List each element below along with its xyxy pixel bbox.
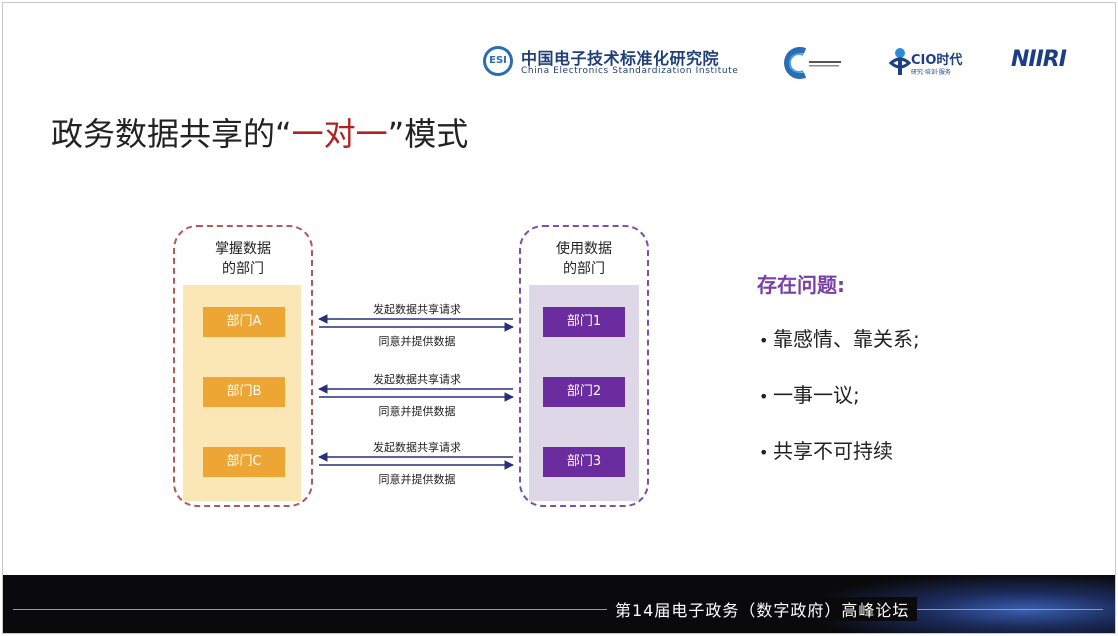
title-prefix: 政务数据共享的“ [51,115,292,153]
right-group-title-line1: 使用数据 [556,241,612,257]
request-label-1: 发起数据共享请求 [373,303,461,316]
problems-title: 存在问题: [757,273,845,297]
niiri-text: NIIRI [1011,47,1067,72]
problem-item-2-text: 一事一议; [773,383,860,407]
request-label-3: 发起数据共享请求 [373,441,461,454]
title-highlight: 一对一 [291,115,388,153]
request-label-2: 发起数据共享请求 [373,373,461,386]
problem-item-1: •靠感情、靠关系; [759,323,920,352]
response-label-3: 同意并提供数据 [378,473,456,486]
esi-name-cn: 中国电子技术标准化研究院 [521,49,720,68]
cio-subtext: 研究·培训·服务 [911,69,951,76]
department-b: 部门B [203,377,285,407]
left-group-title-line2: 的部门 [222,261,264,277]
left-group-title-line1: 掌握数据 [215,241,271,257]
bullet-dot-icon: • [759,387,769,406]
response-label-1: 同意并提供数据 [378,335,456,348]
department-2: 部门2 [543,377,625,407]
response-label-2: 同意并提供数据 [378,405,456,418]
esi-name-en: China Electronics Standardization Instit… [521,66,739,76]
arrows-layer [318,314,514,470]
cio-logo: CIO时代 研究·培训·服务 [889,45,979,79]
right-group-border: 使用数据 的部门 [519,225,649,507]
department-a: 部门A [203,307,285,337]
c-emblem-icon [784,47,841,79]
bullet-dot-icon: • [759,443,769,462]
niiri-logo: NIIRI [1011,43,1091,79]
esi-badge-icon: ESI [483,46,513,76]
cio-emblem-icon [889,48,911,75]
right-group-title-line2: 的部门 [563,261,605,277]
bullet-dot-icon: • [759,331,769,350]
footer-banner: 第14届电子政务（数字政府）高峰论坛 [3,575,1115,633]
problem-item-3-text: 共享不可持续 [773,439,893,463]
left-group-border: 掌握数据 的部门 [173,225,313,507]
department-c: 部门C [203,447,285,477]
problem-item-1-text: 靠感情、靠关系; [773,327,920,351]
footer-line [13,609,1103,610]
c-emblem-logo [783,45,845,81]
problem-item-3: •共享不可持续 [759,435,893,464]
page-title: 政务数据共享的“一对一”模式 [51,109,468,155]
cio-text: CIO时代 [911,53,963,68]
problem-item-2: •一事一议; [759,379,860,408]
footer-text: 第14届电子政务（数字政府）高峰论坛 [607,597,918,621]
department-1: 部门1 [543,307,625,337]
title-suffix: ”模式 [387,115,469,153]
esi-logo: ESI 中国电子技术标准化研究院 China Electronics Stand… [483,43,743,83]
department-3: 部门3 [543,447,625,477]
